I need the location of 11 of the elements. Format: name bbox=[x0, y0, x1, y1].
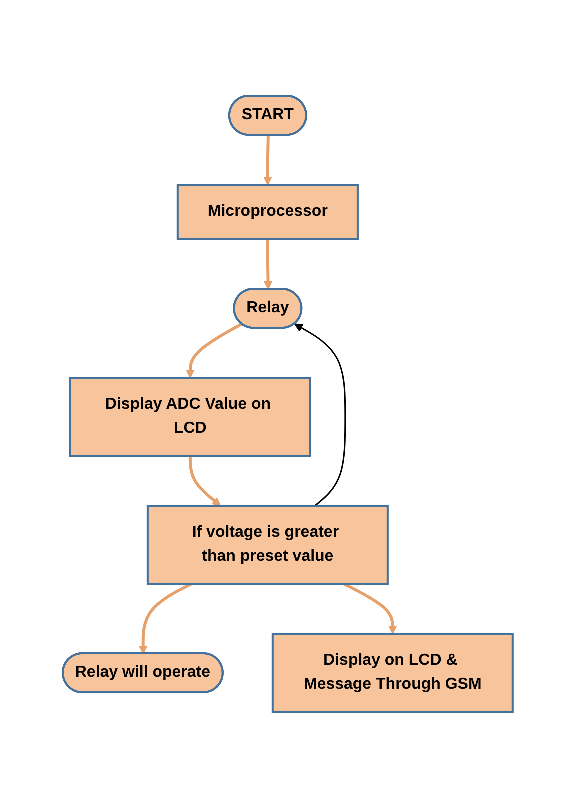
arrow bbox=[186, 322, 242, 378]
node-box: Microprocessor bbox=[176, 184, 358, 240]
arrow bbox=[188, 456, 221, 506]
arrow bbox=[342, 582, 397, 634]
node-box: If voltage is greater than preset value bbox=[146, 505, 388, 585]
node-box: Display ADC Value on LCD bbox=[68, 377, 311, 457]
node-box: Display on LCD & Message Through GSM bbox=[271, 632, 514, 713]
arrow bbox=[138, 582, 192, 654]
arrow bbox=[294, 324, 346, 507]
arrow bbox=[263, 239, 272, 290]
arrow bbox=[263, 135, 272, 186]
